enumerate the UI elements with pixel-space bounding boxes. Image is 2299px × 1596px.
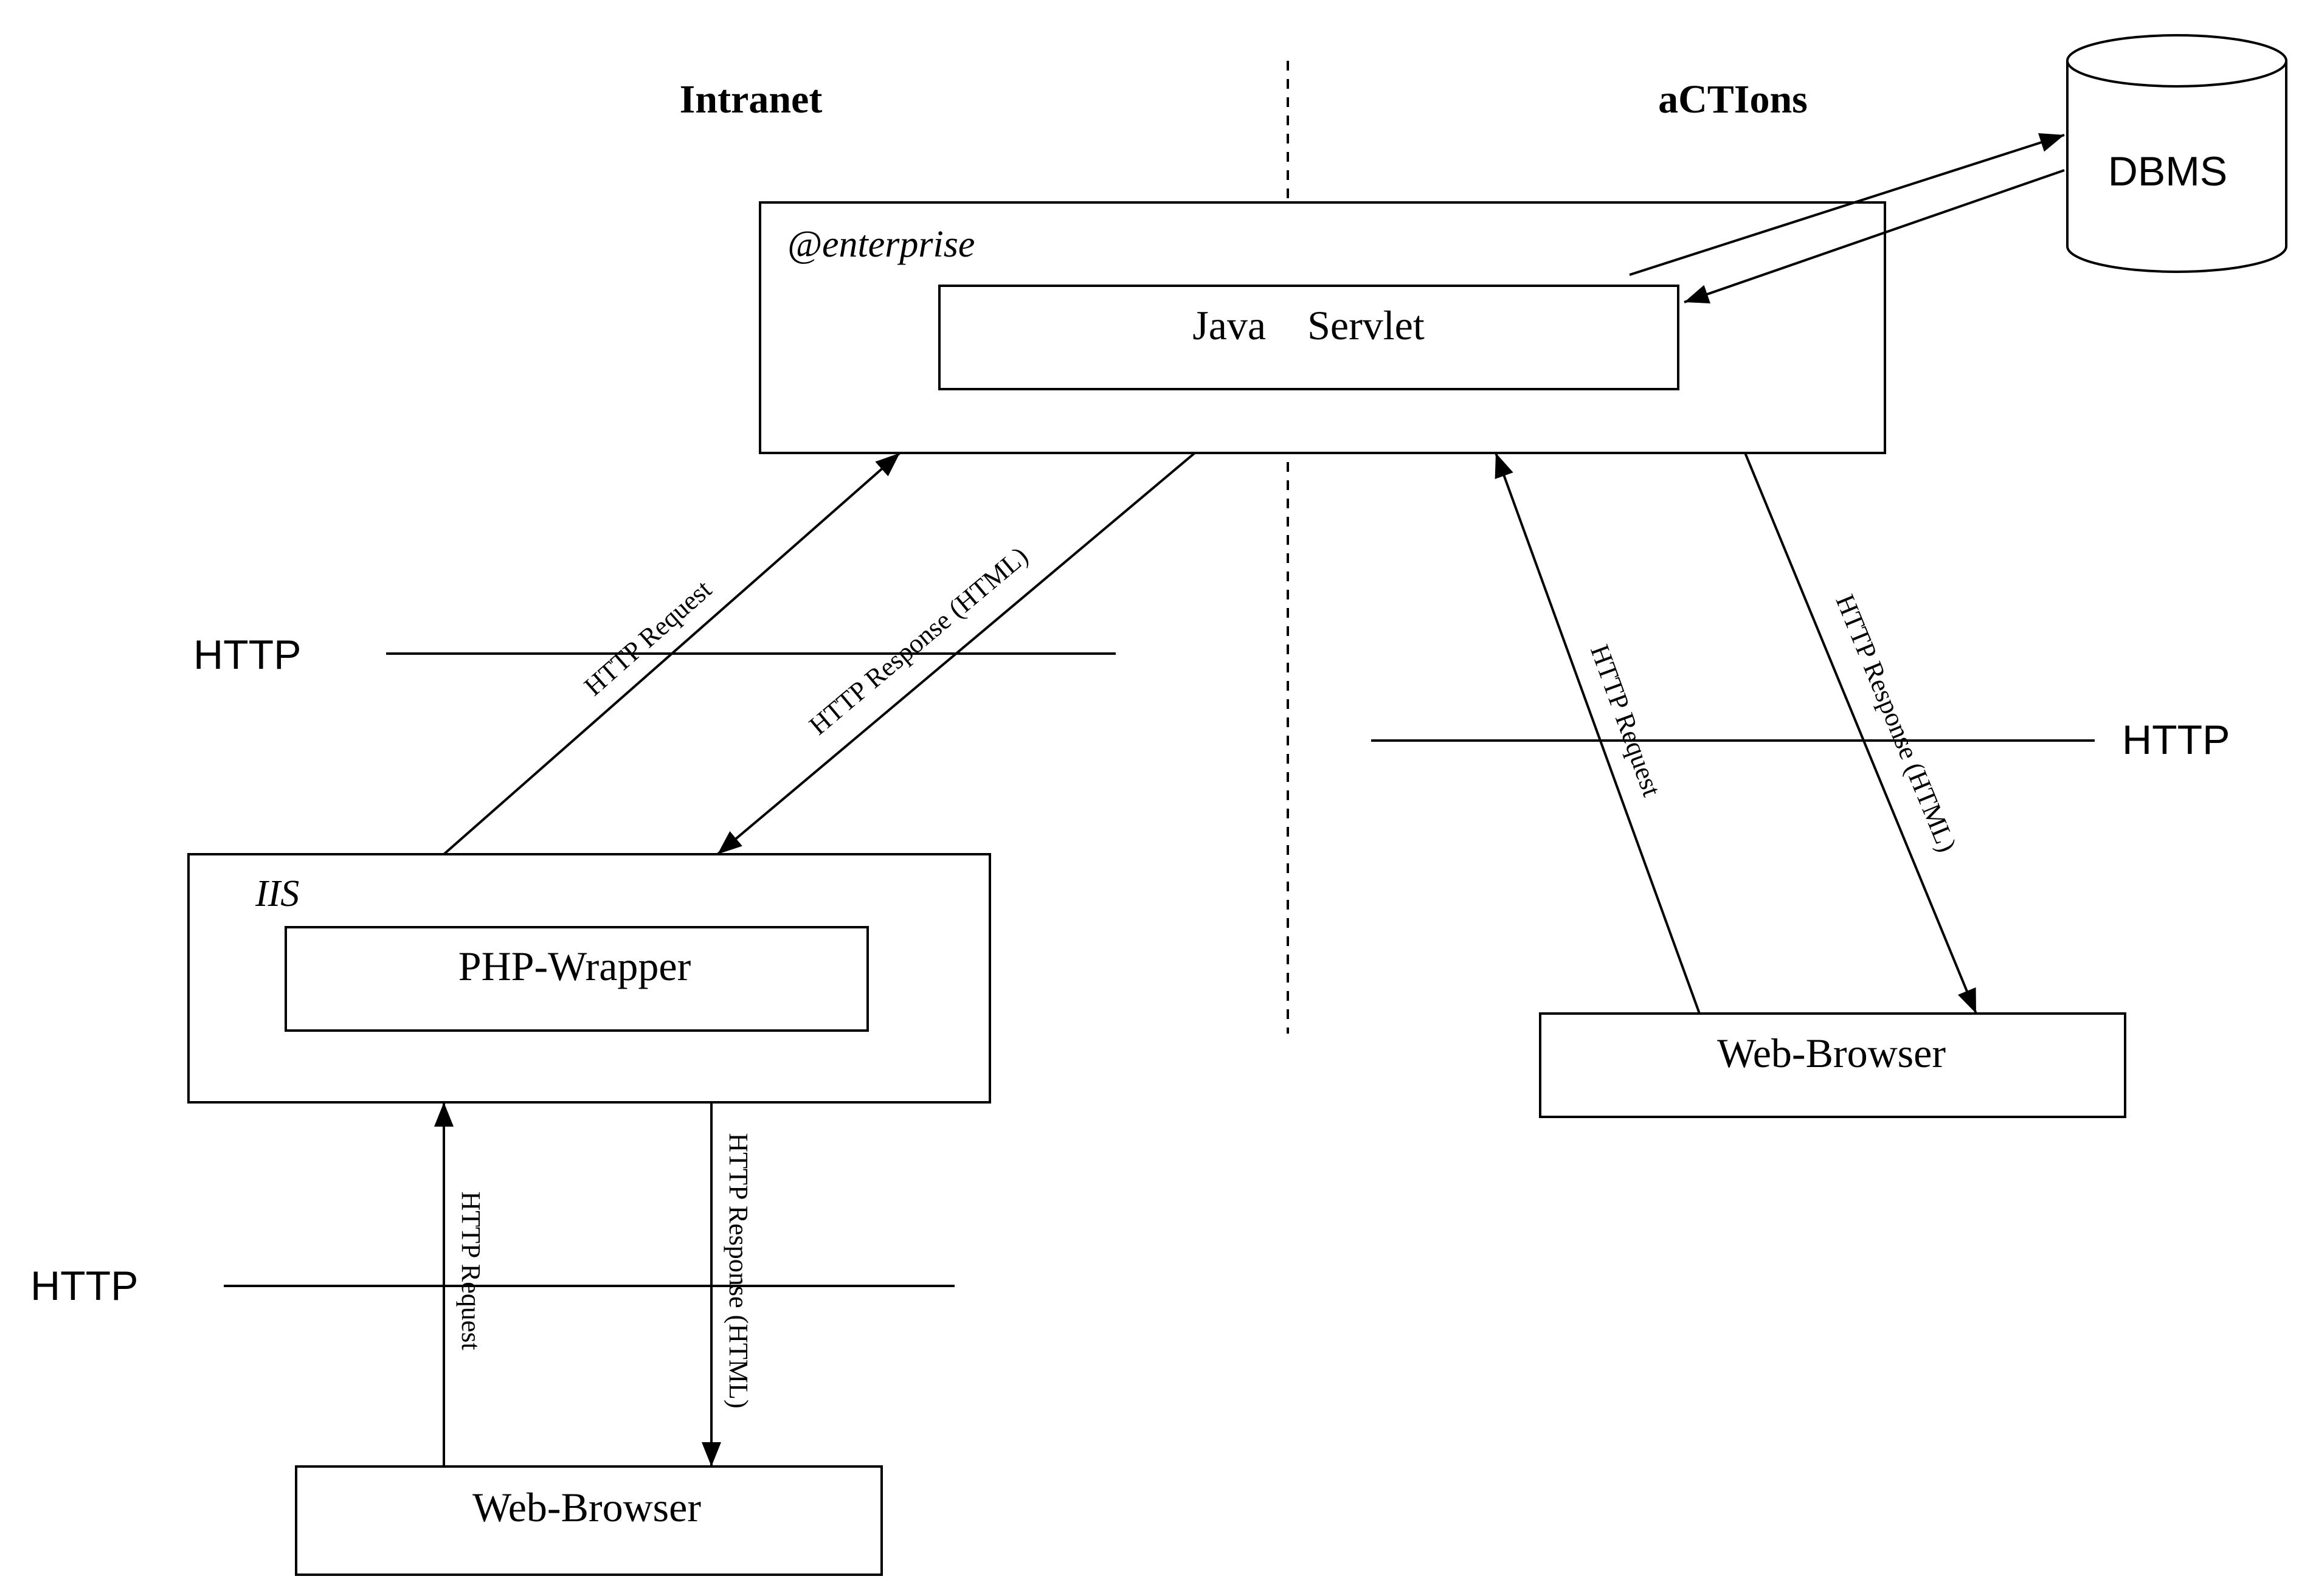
http-label-right: HTTP (2122, 717, 2230, 763)
web-browser-left-box (295, 1465, 883, 1576)
servlet-to-dbms-arrow (1629, 133, 2065, 276)
iis-to-enterprise-label: HTTP Request (578, 574, 717, 701)
iis-to-enterprise-arrow (443, 452, 901, 855)
php-wrapper-label: PHP-Wrapper (458, 943, 691, 989)
java-servlet-label: Java Servlet (1192, 302, 1425, 348)
java-servlet-box (938, 285, 1679, 390)
enterprise-to-browser-right-arrow (1744, 452, 1977, 1014)
enterprise-to-iis-arrow (716, 452, 1196, 855)
iis-label: IIS (255, 873, 299, 914)
web-browser-right-label: Web-Browser (1717, 1030, 1946, 1076)
web-browser-left-label: Web-Browser (472, 1484, 701, 1530)
browser-right-to-enterprise-label: HTTP Request (1585, 641, 1667, 800)
intranet-heading: Intranet (680, 77, 823, 122)
browser-left-to-iis-label: HTTP Request (456, 1191, 486, 1350)
dbms-cylinder (2066, 34, 2287, 273)
iis-to-browser-left-label: HTTP Response (HTML) (724, 1133, 753, 1409)
dbms-to-servlet-arrow (1684, 169, 2065, 303)
http-label-upper-left: HTTP (193, 632, 302, 678)
enterprise-to-iis-label: HTTP Response (HTML) (803, 541, 1034, 741)
actions-heading: aCTIons (1658, 77, 1808, 122)
http-label-lower-left: HTTP (30, 1263, 139, 1309)
web-browser-right-box (1539, 1012, 2126, 1118)
php-wrapper-box (285, 926, 869, 1032)
browser-right-to-enterprise-arrow (1495, 452, 1701, 1014)
dbms-label: DBMS (2108, 148, 2227, 195)
enterprise-label: @enterprise (787, 224, 975, 265)
